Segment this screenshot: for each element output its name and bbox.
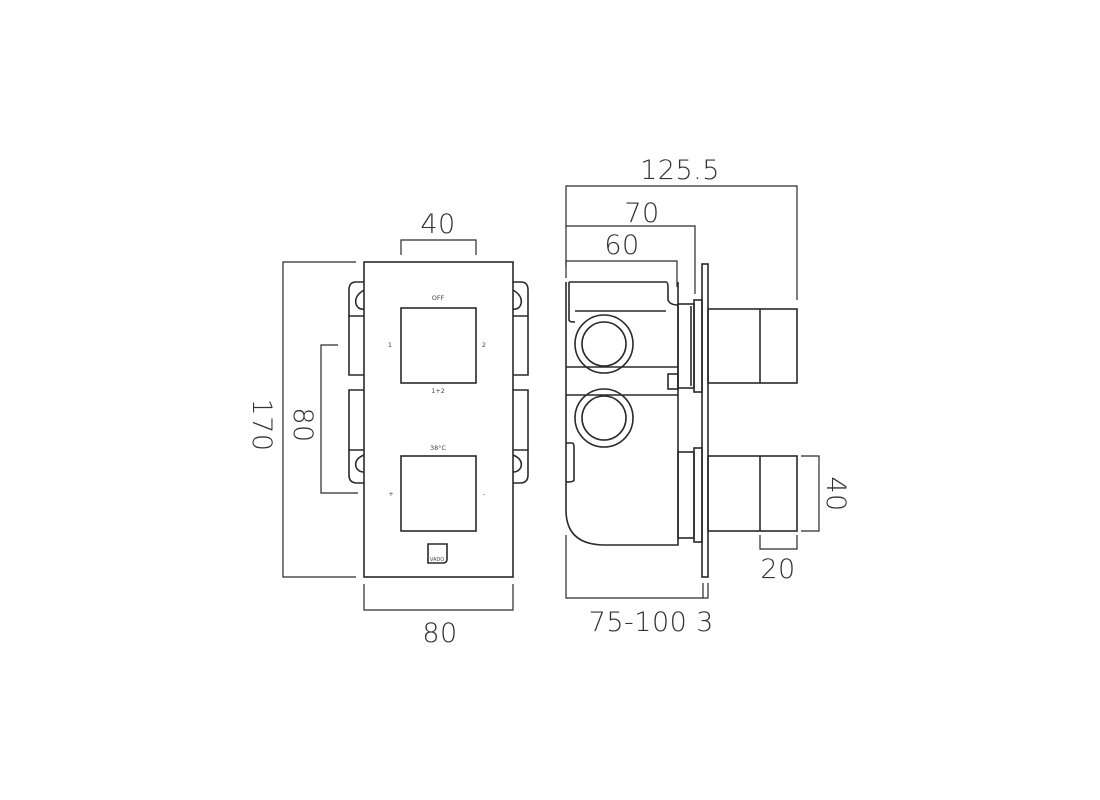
lower-sleeve	[677, 451, 695, 539]
bracket-bottom-left-hook	[354, 454, 365, 473]
bracket-top-left	[348, 281, 364, 317]
dim-line-depth-70	[566, 225, 696, 294]
dim-line-bottom-width	[363, 584, 514, 611]
bracket-top-right-lower	[513, 316, 529, 376]
dim-line-depth-60	[565, 260, 678, 287]
upper-handle	[707, 308, 798, 384]
dim-line-handle-spacing	[320, 344, 358, 494]
dim-line-plate-thickness	[702, 583, 709, 599]
valve-body	[565, 282, 679, 546]
upper-control-right-label: 2	[482, 341, 486, 349]
dim-depth-60: 60	[604, 230, 639, 261]
dim-line-wall-depth	[565, 535, 703, 599]
bracket-top-right-hook	[512, 289, 523, 310]
lower-port-inner	[581, 395, 627, 441]
dim-handle-spacing: 80	[287, 407, 318, 442]
dim-plate-thickness: 3	[696, 607, 714, 638]
dim-bottom-width: 80	[422, 618, 457, 649]
upper-control-off-label: OFF	[432, 294, 445, 302]
bracket-top-left-hook	[354, 289, 365, 310]
logo-badge	[427, 543, 448, 564]
dim-line-overall-depth	[565, 185, 798, 300]
upper-control-left-label: 1	[388, 341, 392, 349]
upper-control-bottom-label: 1+2	[431, 387, 445, 395]
dim-handle-length: 20	[760, 554, 795, 585]
dim-line-handle-length	[759, 535, 798, 550]
bracket-top-left-lower	[348, 316, 364, 376]
dim-handle-height: 40	[820, 476, 851, 511]
lower-control-minus-label: -	[483, 490, 486, 498]
bracket-bottom-left	[348, 450, 364, 484]
dim-top-width: 40	[420, 209, 455, 240]
upper-port-inner	[581, 321, 627, 367]
body-lower-left-tab	[565, 442, 575, 483]
body-top-left-tab	[568, 282, 576, 323]
bracket-bottom-right-upper	[513, 389, 529, 451]
lower-control-temp-label: 38°C	[430, 444, 447, 452]
lower-control-knob	[400, 455, 477, 532]
lower-handle	[707, 455, 798, 532]
bracket-top-right	[513, 281, 529, 317]
lower-flange	[693, 447, 703, 543]
bracket-bottom-right-hook	[512, 454, 523, 473]
dim-overall-depth: 125.5	[640, 155, 720, 186]
lower-port-outer	[574, 388, 634, 448]
bracket-bottom-right	[513, 450, 529, 484]
body-top-tab	[569, 281, 679, 306]
dim-overall-height: 170	[246, 398, 277, 451]
dim-line-top-width	[400, 239, 477, 255]
faceplate-edge	[701, 263, 709, 578]
body-small-square	[667, 373, 679, 390]
upper-flange	[693, 299, 703, 393]
lower-control-plus-label: +	[388, 490, 393, 498]
upper-port-outer	[574, 314, 634, 374]
bracket-bottom-left-upper	[348, 389, 364, 451]
logo-text: VADO	[430, 557, 444, 563]
faceplate	[363, 261, 514, 578]
dim-depth-70: 70	[624, 198, 659, 229]
dim-line-overall-height	[282, 261, 356, 578]
side-view: 125.5 70 60 75-100 3 40 20	[565, 155, 851, 638]
dim-line-handle-height	[801, 455, 820, 532]
upper-control-knob	[400, 307, 477, 384]
dim-wall-depth: 75-100	[589, 607, 688, 638]
front-view: OFF 1 2 1+2 38°C + - VADO 40 80 170 80	[246, 209, 529, 649]
